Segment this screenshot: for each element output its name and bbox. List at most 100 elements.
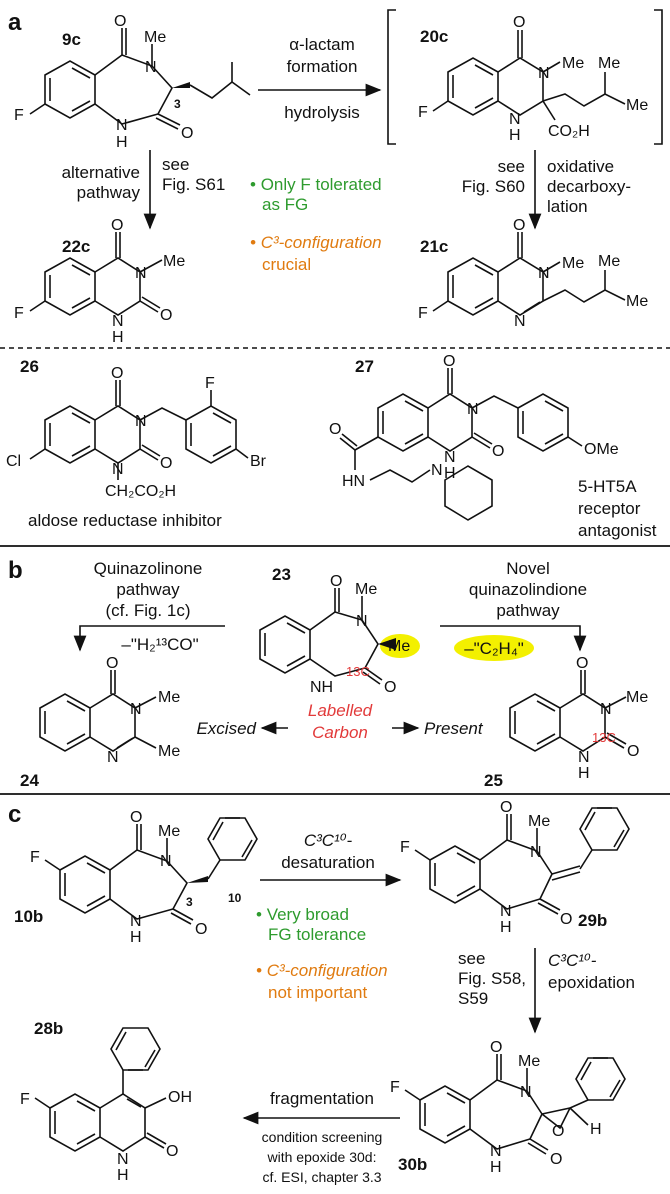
atom-n: N xyxy=(160,853,172,870)
cf-esi-label: cf. ESI, chapter 3.3 xyxy=(262,1169,381,1185)
fragmentation-label: fragmentation xyxy=(270,1089,374,1108)
fig-s58-label: Fig. S58, xyxy=(458,969,526,988)
atom-oh: OH xyxy=(168,1089,192,1106)
oxidative-label: oxidative xyxy=(547,157,614,176)
atom-me: Me xyxy=(626,97,648,114)
atom-me: Me xyxy=(163,253,185,270)
compound-27-structure: O N O N H O HN N OMe xyxy=(329,353,619,521)
atom-n: N xyxy=(578,749,590,766)
atom-f: F xyxy=(20,1091,30,1108)
atom-f: F xyxy=(418,104,428,121)
bullet-orange-1: • C³-configuration xyxy=(250,233,382,252)
atom-me: Me xyxy=(598,55,620,72)
see-label: see xyxy=(458,949,485,968)
compound-22c-structure: O N Me O N H F xyxy=(14,217,185,346)
atom-me: Me xyxy=(626,689,648,706)
atom-n: N xyxy=(130,701,142,718)
compound-23-structure: O N Me Me O NH 13C xyxy=(259,573,420,696)
compound-28b-structure: OH O N H F xyxy=(20,1027,192,1184)
arrow-label-hydrolysis: hydrolysis xyxy=(284,103,360,122)
present-label: Present xyxy=(424,719,484,738)
atom-n: N xyxy=(130,913,142,930)
position-3-label: 3 xyxy=(186,895,193,909)
atom-me: Me xyxy=(562,55,584,72)
compound-30b-label: 30b xyxy=(398,1155,427,1174)
atom-n: N xyxy=(520,1084,532,1101)
atom-h: H xyxy=(500,919,512,936)
atom-o: O xyxy=(330,573,342,590)
atom-nh: NH xyxy=(310,679,333,696)
compound-10b-label: 10b xyxy=(14,907,43,926)
atom-o: O xyxy=(560,911,572,928)
atom-o: O xyxy=(552,1123,564,1140)
c3c10-epoxidation-label: C³C¹⁰- xyxy=(548,951,597,970)
atom-o: O xyxy=(513,14,525,31)
atom-me: Me xyxy=(562,255,584,272)
bracket-left xyxy=(387,9,396,145)
atom-n: N xyxy=(135,413,147,430)
atom-o: O xyxy=(114,13,126,30)
panel-b: b Quinazolinone pathway (cf. Fig. 1c) –"… xyxy=(8,557,648,790)
alternative-label: alternative xyxy=(62,163,140,182)
atom-h: H xyxy=(578,765,590,782)
atom-o: O xyxy=(130,809,142,826)
cf-fig-label: (cf. Fig. 1c) xyxy=(105,601,190,620)
atom-o: O xyxy=(443,353,455,370)
atom-me: Me xyxy=(528,813,550,830)
atom-n: N xyxy=(467,401,479,418)
labelled-carbon-13c: 13C xyxy=(592,730,616,745)
atom-o: O xyxy=(500,799,512,816)
atom-me: Me xyxy=(626,293,648,310)
antagonist-label: antagonist xyxy=(578,521,657,540)
atom-n: N xyxy=(431,462,443,479)
atom-n: N xyxy=(444,449,456,466)
compound-25-label: 25 xyxy=(484,771,503,790)
atom-n: N xyxy=(514,313,526,330)
atom-o: O xyxy=(576,655,588,672)
highlight-ellipse xyxy=(454,635,534,661)
compound-23-label: 23 xyxy=(272,565,291,584)
pathway-label: pathway xyxy=(77,183,141,202)
atom-o: O xyxy=(550,1151,562,1168)
see-label: see xyxy=(162,155,189,174)
atom-me: Me xyxy=(158,823,180,840)
atom-o: O xyxy=(384,679,396,696)
atom-o: O xyxy=(627,743,639,760)
compound-21c-label: 21c xyxy=(420,237,448,256)
lation-label: lation xyxy=(547,197,588,216)
fig-s60-label: Fig. S60 xyxy=(462,177,525,196)
bullet-orange-2: not important xyxy=(268,983,367,1002)
compound-30b-structure: O N Me O O H N H F xyxy=(390,1039,626,1176)
atom-o: O xyxy=(513,217,525,234)
position-10-label: 10 xyxy=(228,891,242,905)
atom-me: Me xyxy=(158,689,180,706)
atom-n: N xyxy=(117,1151,129,1168)
atom-h: H xyxy=(112,329,124,346)
atom-f: F xyxy=(30,849,40,866)
atom-f: F xyxy=(390,1079,400,1096)
atom-h: H xyxy=(509,127,521,144)
atom-n: N xyxy=(509,111,521,128)
reaction-arrow xyxy=(440,625,587,652)
fig-s61-label: Fig. S61 xyxy=(162,175,225,194)
carbon-label: Carbon xyxy=(312,723,368,742)
atom-n: N xyxy=(112,313,124,330)
ht5a-label: 5-HT5A xyxy=(578,477,637,496)
compound-20c-structure: O N Me N H CO₂H F Me Me xyxy=(418,14,648,144)
bracket-right xyxy=(654,9,663,145)
atom-n: N xyxy=(600,701,612,718)
bullet-green-1: • Only F tolerated xyxy=(250,175,382,194)
panel-c-letter: c xyxy=(8,801,21,828)
atom-n: N xyxy=(356,613,368,630)
atom-n: N xyxy=(538,265,550,282)
panel-a: a O N Me O N H F 3 9c xyxy=(0,9,670,540)
atom-h: H xyxy=(116,134,128,151)
atom-o: O xyxy=(492,443,504,460)
atom-h: H xyxy=(590,1121,602,1138)
loss-c2h4-label: –"C₂H₄" xyxy=(464,639,524,658)
bullet-green-1: • Very broad xyxy=(256,905,349,924)
atom-n: N xyxy=(112,461,124,478)
see-label: see xyxy=(498,157,525,176)
compound-29b-structure: O N Me O N H F xyxy=(400,799,630,936)
compound-10b-structure: O N Me O N H F 3 10 xyxy=(30,809,258,946)
